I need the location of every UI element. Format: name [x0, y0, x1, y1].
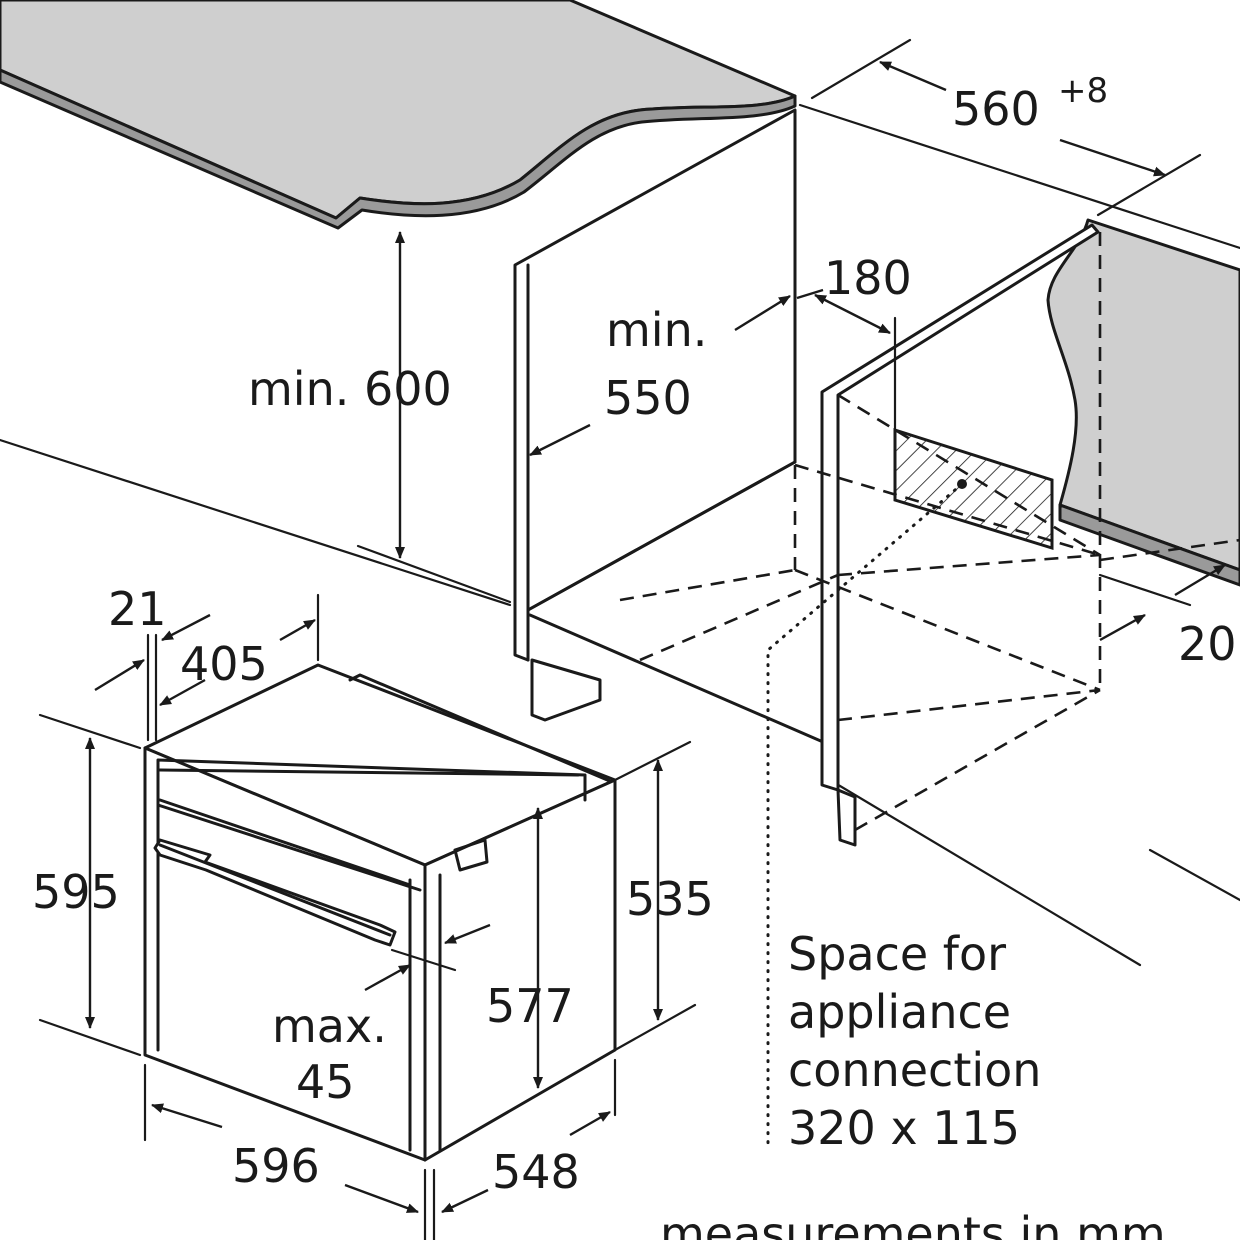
label-min: min.	[606, 303, 707, 357]
connection-note: Space for appliance connection 320 x 115	[788, 927, 1041, 1155]
label-45: 45	[296, 1055, 355, 1109]
connection-note-line4: 320 x 115	[788, 1101, 1020, 1155]
connection-note-line3: connection	[788, 1043, 1041, 1097]
label-180: 180	[824, 251, 912, 305]
label-577: 577	[486, 979, 574, 1033]
label-550: 550	[604, 371, 692, 425]
label-596: 596	[232, 1139, 320, 1193]
connection-box	[893, 316, 1054, 551]
label-560: 560	[952, 82, 1040, 136]
label-548: 548	[492, 1145, 580, 1199]
countertop-right	[1046, 218, 1240, 587]
label-560-tolerance: +8	[1058, 71, 1108, 111]
countertop-left	[0, 0, 797, 230]
label-20: 20	[1178, 617, 1237, 671]
label-max: max.	[272, 999, 387, 1053]
label-min-600: min. 600	[248, 362, 452, 416]
cavity-dashed-outline	[619, 232, 1240, 832]
units-footer: measurements in mm	[660, 1207, 1166, 1240]
oven	[143, 663, 617, 1162]
connection-note-line1: Space for	[788, 927, 1006, 981]
cabinet-left-panel	[513, 108, 832, 747]
label-405: 405	[180, 637, 268, 691]
background-lines	[0, 103, 1240, 967]
label-21: 21	[108, 582, 167, 636]
niche-dimensions	[356, 38, 1226, 642]
label-595: 595	[32, 865, 120, 919]
oven-dimensions	[38, 593, 697, 1240]
connection-note-line2: appliance	[788, 985, 1011, 1039]
label-535: 535	[626, 872, 714, 926]
